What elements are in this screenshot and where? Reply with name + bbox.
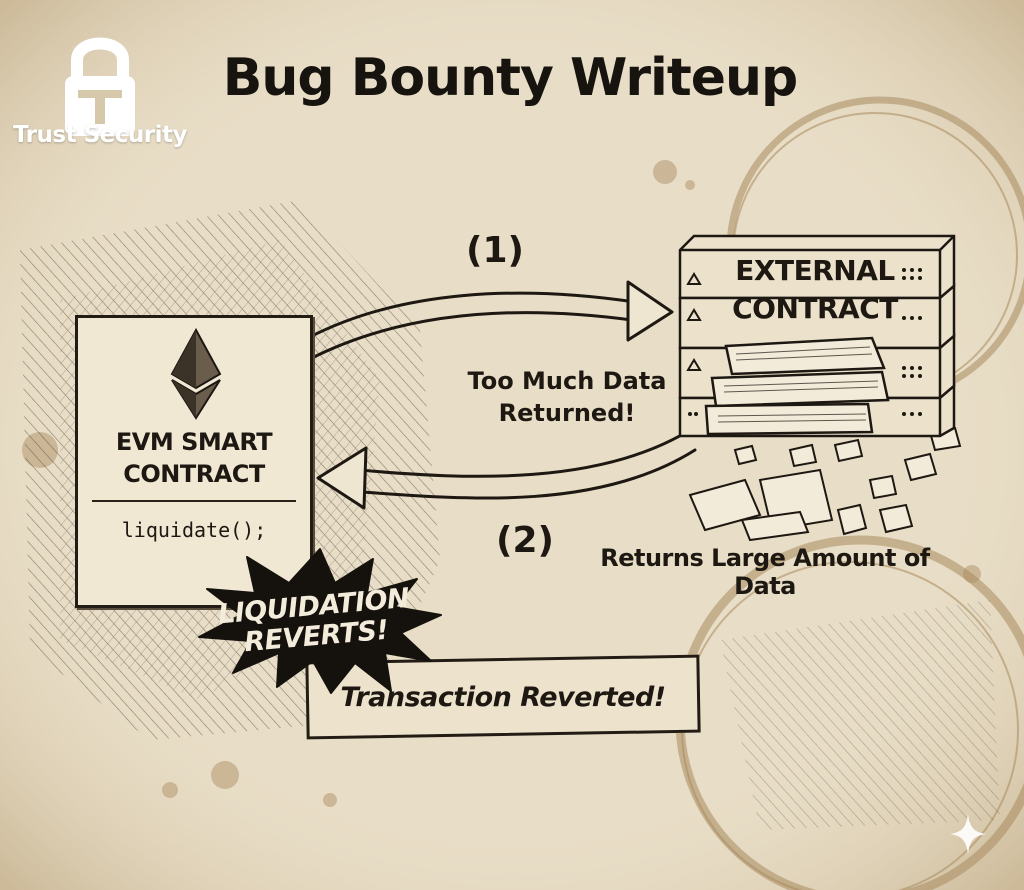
step-1-label: (1) xyxy=(466,230,524,271)
explosion-burst-icon xyxy=(198,548,442,694)
padlock-t-icon xyxy=(65,37,135,136)
function-call: liquidate(); xyxy=(121,518,267,542)
logo-label: Trust Security xyxy=(13,122,187,148)
scattered-papers xyxy=(688,426,962,542)
page-title: Bug Bounty Writeup xyxy=(222,48,799,108)
evm-contract-title: EVM SMART CONTRACT xyxy=(115,428,273,488)
server-stack-icon xyxy=(678,234,956,438)
divider xyxy=(92,500,296,502)
transaction-reverted-label: Transaction Reverted! xyxy=(340,682,666,713)
returns-large-annotation: Returns Large Amount of Data xyxy=(600,544,930,600)
external-contract-label: EXTERNAL CONTRACT xyxy=(732,254,898,325)
hatching-right xyxy=(720,600,1000,830)
too-much-data-annotation: Too Much Data Returned! xyxy=(467,367,667,427)
step-2-label: (2) xyxy=(496,520,554,561)
arrow-response xyxy=(358,428,697,500)
evm-smart-contract-box: EVM SMART CONTRACT liquidate(); xyxy=(75,315,313,608)
sparkle-icon xyxy=(950,814,986,854)
arrow-request xyxy=(306,291,637,362)
ethereum-icon xyxy=(170,328,222,420)
